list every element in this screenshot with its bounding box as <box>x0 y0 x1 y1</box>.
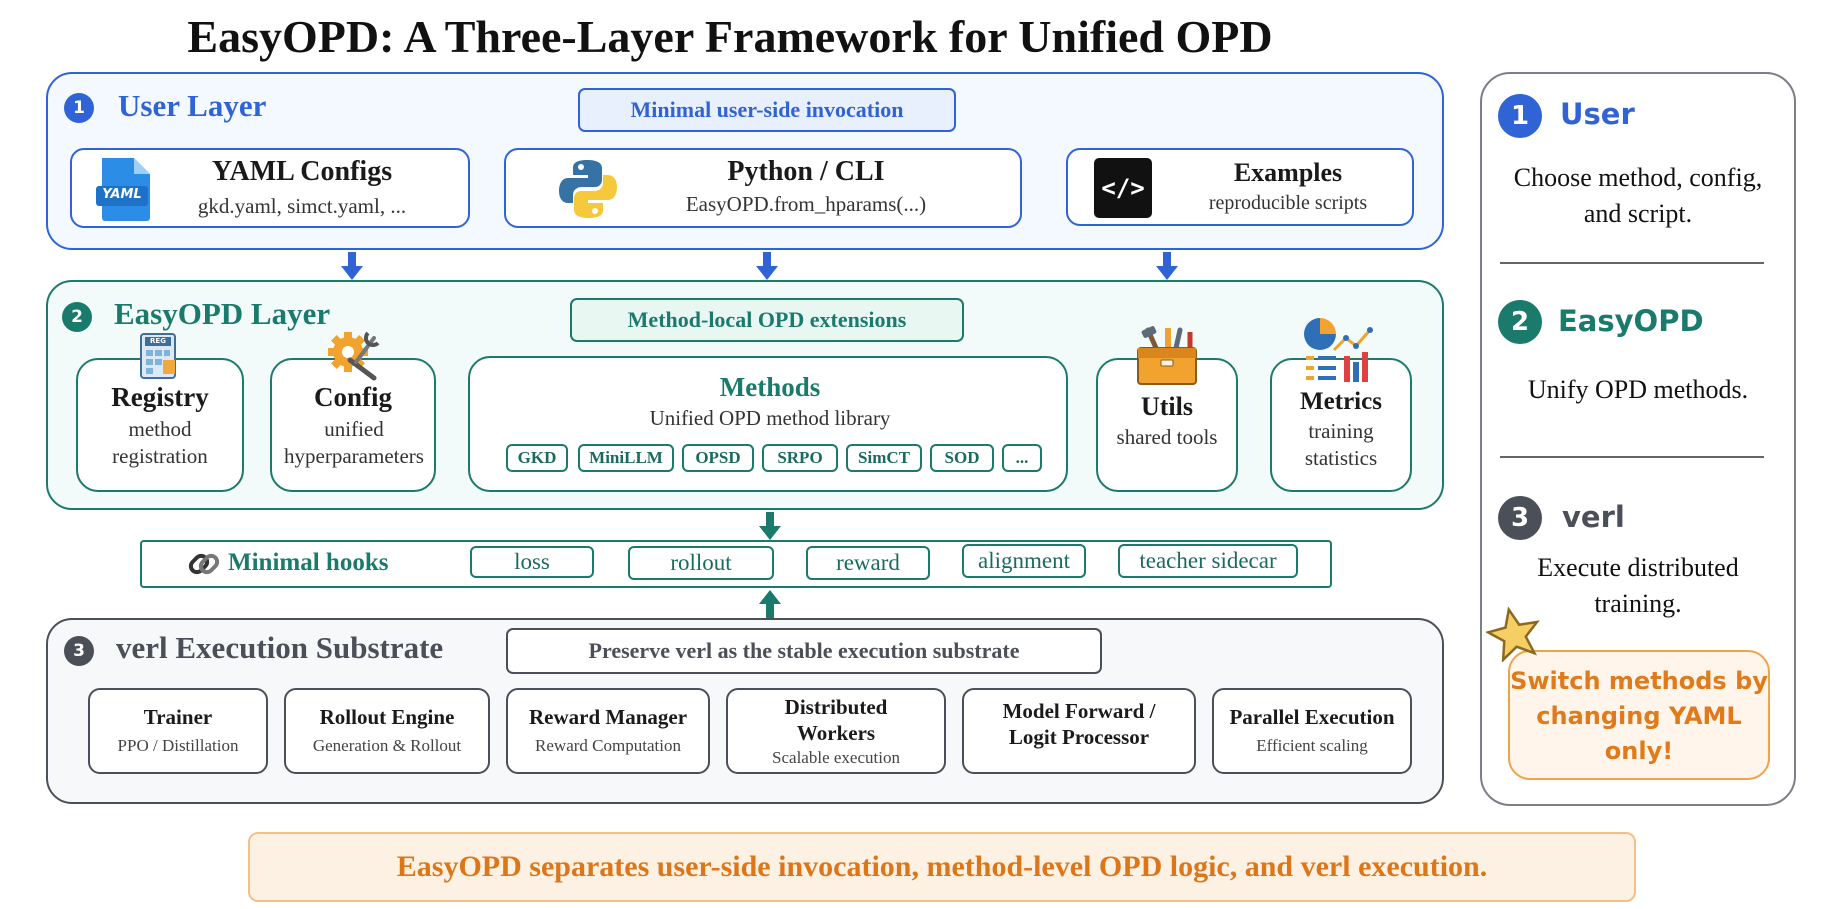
methods-subtitle: Unified OPD method library <box>649 406 891 430</box>
utils-subtitle: shared tools <box>1116 425 1218 449</box>
sidebar-number-badge: 2 <box>1498 300 1542 344</box>
method-chip: GKD <box>506 444 568 472</box>
easyopd-layer-title: EasyOPD Layer <box>114 296 331 331</box>
metrics-subtitle: training statistics <box>1304 419 1378 470</box>
trainer-title: Trainer <box>143 705 213 729</box>
registry-icon: REG <box>138 332 178 380</box>
python-cli-card: Python / CLI EasyOPD.from_hparams(...) <box>504 148 1022 228</box>
gear-wrench-icon <box>328 330 382 382</box>
hook-item: alignment <box>962 544 1086 578</box>
hook-item: reward <box>806 546 930 580</box>
python-cli-subtitle: EasyOPD.from_hparams(...) <box>685 192 927 216</box>
sidebar-heading-easyopd: EasyOPD <box>1558 304 1704 338</box>
reward-manager-title: Reward Manager <box>528 705 688 729</box>
sidebar-divider <box>1500 262 1764 264</box>
code-icon: </> <box>1094 158 1152 218</box>
utils-title: Utils <box>1141 392 1193 421</box>
sidebar-text-verl: Execute distributed training. <box>1537 553 1739 618</box>
sidebar-text-user: Choose method, config, and script. <box>1513 163 1763 228</box>
methods-title: Methods <box>719 372 821 402</box>
python-cli-title: Python / CLI <box>727 156 885 187</box>
footer-summary: EasyOPD separates user-side invocation, … <box>248 832 1636 902</box>
link-icon <box>188 548 220 580</box>
user-layer-tag: Minimal user-side invocation <box>578 88 956 132</box>
registry-subtitle: method registration <box>112 417 208 468</box>
rollout-engine-card: Rollout Engine Generation & Rollout <box>284 688 490 774</box>
method-chip: ... <box>1002 444 1042 472</box>
star-icon <box>1484 606 1542 663</box>
yaml-file-icon: YAML <box>96 156 154 222</box>
reward-manager-subtitle: Reward Computation <box>535 736 681 755</box>
methods-card: Methods Unified OPD method library GKD M… <box>468 356 1068 492</box>
verl-layer-number-badge: 3 <box>64 636 94 666</box>
model-forward-card: Model Forward / Logit Processor <box>962 688 1196 774</box>
distributed-workers-subtitle: Scalable execution <box>772 748 900 767</box>
sidebar-text-easyopd: Unify OPD methods. <box>1527 375 1749 404</box>
sidebar-number-badge: 1 <box>1498 94 1542 138</box>
model-forward-title: Model Forward / Logit Processor <box>1002 699 1156 749</box>
verl-layer-tag: Preserve verl as the stable execution su… <box>506 628 1102 674</box>
examples-subtitle: reproducible scripts <box>1208 192 1368 214</box>
sidebar-heading-verl: verl <box>1562 500 1625 534</box>
parallel-execution-title: Parallel Execution <box>1229 705 1395 729</box>
python-icon <box>558 158 618 220</box>
sidebar-heading-user: User <box>1560 97 1635 131</box>
distributed-workers-title: Distributed Workers <box>784 695 888 745</box>
distributed-workers-card: Distributed Workers Scalable execution <box>726 688 946 774</box>
yaml-configs-title: YAML Configs <box>211 156 393 187</box>
yaml-configs-card: YAML YAML Configs gkd.yaml, simct.yaml, … <box>70 148 470 228</box>
method-chip: OPSD <box>682 444 754 472</box>
examples-card: </> Examples reproducible scripts <box>1066 148 1414 226</box>
easyopd-layer-number-badge: 2 <box>62 302 92 332</box>
sidebar-divider <box>1500 456 1764 458</box>
arrow-down-icon <box>756 252 778 285</box>
metrics-card <box>1270 358 1412 492</box>
config-title: Config <box>313 382 392 412</box>
parallel-execution-card: Parallel Execution Efficient scaling <box>1212 688 1412 774</box>
arrow-down-icon <box>759 512 781 545</box>
trainer-card: Trainer PPO / Distillation <box>88 688 268 774</box>
method-chip: SRPO <box>762 444 838 472</box>
arrow-down-icon <box>341 252 363 285</box>
easyopd-layer-tag: Method-local OPD extensions <box>570 298 964 342</box>
config-card <box>270 358 436 492</box>
method-chip: MiniLLM <box>578 444 674 472</box>
user-layer-number-badge: 1 <box>64 93 94 123</box>
page-title: EasyOPD: A Three-Layer Framework for Uni… <box>187 11 1273 62</box>
hook-item: loss <box>470 546 594 578</box>
config-subtitle: unified hyperparameters <box>284 417 424 468</box>
arrow-down-icon <box>1156 252 1178 285</box>
registry-icon-text: REG <box>150 337 166 345</box>
verl-layer-title: verl Execution Substrate <box>116 630 444 665</box>
rollout-engine-subtitle: Generation & Rollout <box>312 736 462 755</box>
user-layer-title: User Layer <box>118 88 267 123</box>
hooks-label: Minimal hooks <box>228 549 389 576</box>
examples-title: Examples <box>1233 158 1343 187</box>
yaml-icon-text: YAML <box>102 187 142 202</box>
yaml-configs-subtitle: gkd.yaml, simct.yaml, ... <box>197 194 407 218</box>
hook-item: teacher sidecar <box>1118 544 1298 578</box>
metrics-title: Metrics <box>1300 388 1382 415</box>
method-chip: SimCT <box>846 444 922 472</box>
reward-manager-card: Reward Manager Reward Computation <box>506 688 710 774</box>
chart-icon <box>1304 316 1376 384</box>
toolbox-icon <box>1134 326 1200 388</box>
method-chip: SOD <box>930 444 994 472</box>
hook-item: rollout <box>628 546 774 580</box>
registry-title: Registry <box>111 382 209 412</box>
trainer-subtitle: PPO / Distillation <box>117 736 239 755</box>
arrow-up-icon <box>759 590 781 623</box>
parallel-execution-subtitle: Efficient scaling <box>1256 736 1368 755</box>
rollout-engine-title: Rollout Engine <box>319 705 455 729</box>
sidebar-number-badge: 3 <box>1498 496 1542 540</box>
switch-methods-callout: Switch methods by changing YAML only! <box>1508 650 1770 780</box>
